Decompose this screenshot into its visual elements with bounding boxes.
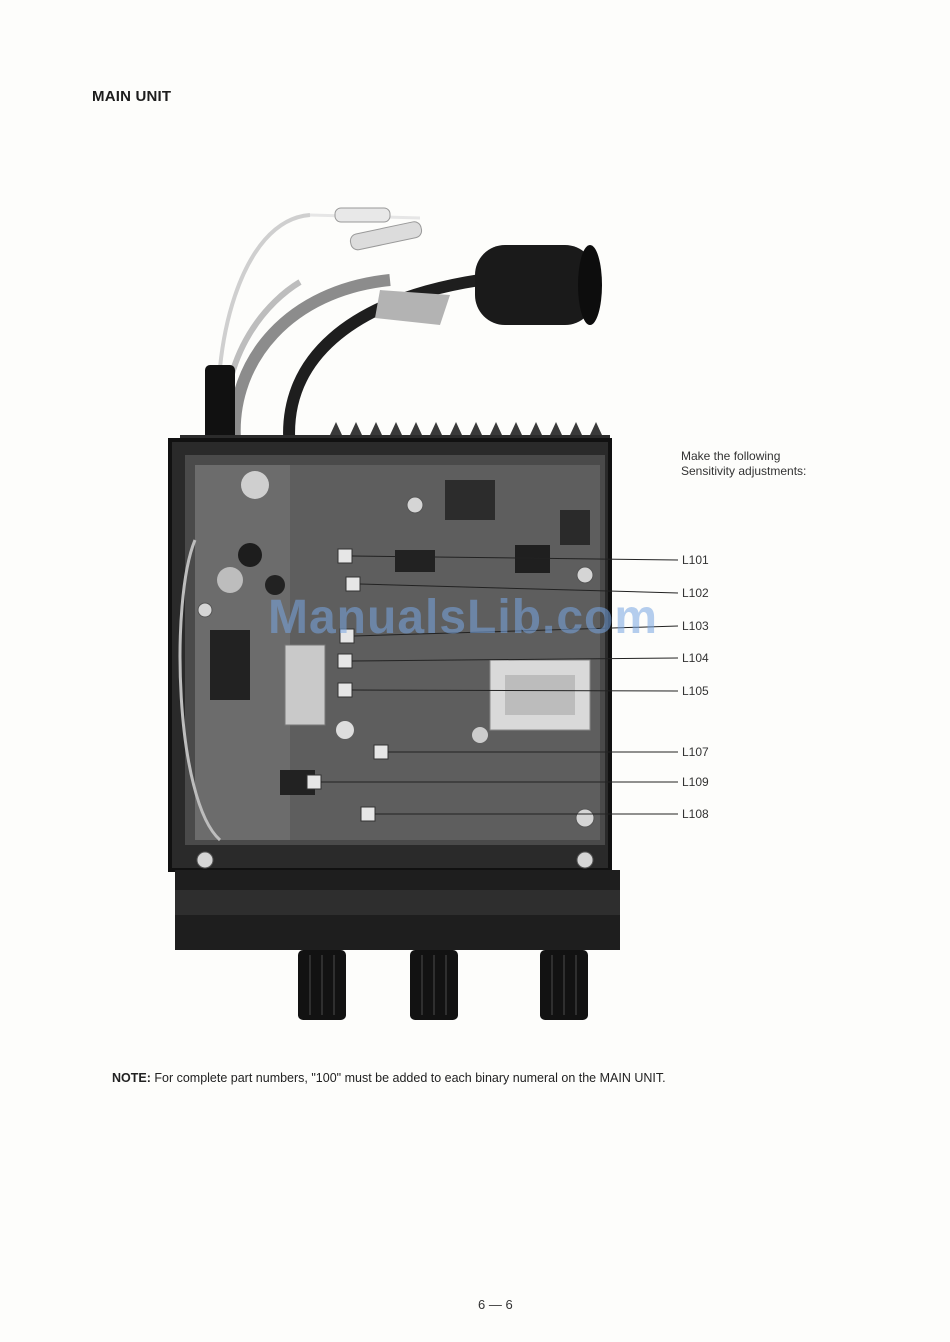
instructions-line-1: Make the following [681, 449, 806, 464]
callout-label-l107: L107 [682, 745, 709, 759]
callout-label-l105: L105 [682, 684, 709, 698]
note-text: For complete part numbers, "100" must be… [151, 1071, 666, 1085]
adjustment-instructions: Make the following Sensitivity adjustmen… [681, 449, 806, 479]
callout-label-l108: L108 [682, 807, 709, 821]
instructions-line-2: Sensitivity adjustments: [681, 464, 806, 479]
note-label: NOTE: [112, 1071, 151, 1085]
page-number: 6 — 6 [478, 1297, 513, 1312]
note: NOTE: For complete part numbers, "100" m… [112, 1071, 666, 1085]
callout-label-l101: L101 [682, 553, 709, 567]
callout-label-l109: L109 [682, 775, 709, 789]
callout-label-l104: L104 [682, 651, 709, 665]
callout-label-l103: L103 [682, 619, 709, 633]
watermark: ManualsLib.com [268, 590, 658, 645]
callout-label-l102: L102 [682, 586, 709, 600]
page-heading: MAIN UNIT [92, 88, 171, 105]
